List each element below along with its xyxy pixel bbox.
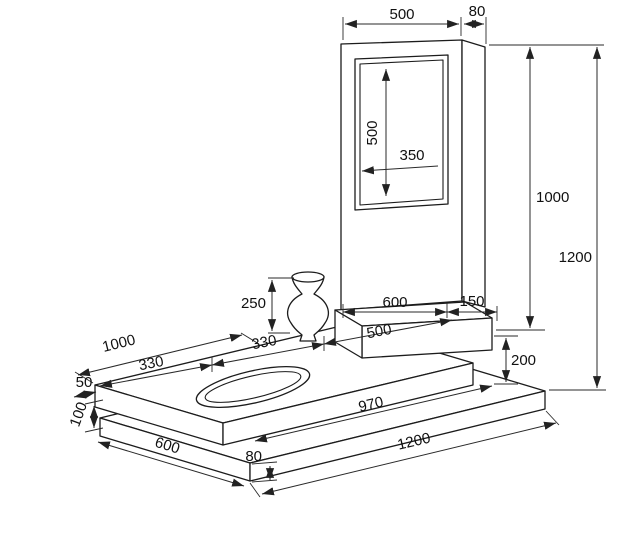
stele-panel-inner: [359, 59, 444, 206]
stele-side-face: [461, 39, 486, 308]
vase-body: [287, 276, 329, 342]
dim-label-panel-width: 350: [399, 147, 424, 164]
dim-line: [97, 441, 245, 487]
ext-line: [84, 399, 104, 405]
dim-label-total-height: 1200: [559, 249, 592, 266]
dim-panel-width: 350: [361, 147, 439, 175]
dim-line: [211, 342, 325, 367]
dim-label-plinth-thickness: 80: [245, 448, 262, 465]
dim-base-length: 600: [342, 294, 498, 321]
dim-total-height: 1200: [549, 47, 606, 391]
dim-panel-height: 500: [364, 69, 391, 196]
dim-stele-height: 1000: [489, 44, 604, 331]
stele-panel-outer: [354, 54, 449, 211]
vase: [287, 271, 329, 342]
ext-line: [84, 427, 104, 433]
dim-label-ledger-thickness: 100: [67, 400, 92, 429]
dim-base-side: 150: [447, 293, 497, 317]
dim-label-segment-b: 330: [250, 332, 278, 353]
dim-label-segment-c: 500: [365, 321, 393, 342]
dim-chain-segments: 330 330 500: [99, 318, 453, 388]
dim-label-base-length: 600: [382, 294, 407, 311]
dim-stele-width: 500: [342, 6, 462, 40]
dim-label-segment-a: 330: [137, 353, 165, 374]
vase-rim: [291, 271, 325, 283]
dim-base-height: 200: [494, 335, 536, 385]
dim-label-stele-thickness: 80: [469, 3, 486, 20]
dim-line: [323, 318, 453, 346]
dim-label-edge-gap: 50: [76, 374, 93, 391]
dim-label-stele-width: 500: [389, 6, 414, 23]
dim-label-ledger-width: 1000: [101, 331, 137, 356]
dim-label-panel-height: 500: [364, 120, 381, 145]
dim-plinth-front-width: 600: [97, 434, 245, 487]
dim-label-plinth-front-width: 600: [153, 434, 182, 458]
dim-line: [99, 363, 213, 388]
dim-label-vase-height: 250: [241, 295, 266, 312]
dim-label-ledger-length: 970: [357, 394, 385, 416]
dim-label-base-side: 150: [459, 293, 484, 310]
dim-stele-thickness: 80: [464, 3, 487, 44]
dim-label-stele-height: 1000: [536, 189, 569, 206]
ext-line: [249, 482, 261, 498]
dim-line: [261, 421, 557, 496]
base-block: [334, 301, 493, 359]
ext-line: [545, 410, 560, 426]
ext-line: [251, 479, 278, 483]
dim-label-base-height: 200: [511, 352, 536, 369]
dim-plinth-thickness: 80: [245, 448, 278, 483]
dim-line: [73, 390, 97, 399]
stele: [340, 39, 486, 311]
dim-edge-gap: 50: [73, 374, 97, 399]
dim-vase-height: 250: [241, 277, 294, 334]
dim-line: [361, 165, 439, 175]
ext-line: [251, 461, 278, 465]
